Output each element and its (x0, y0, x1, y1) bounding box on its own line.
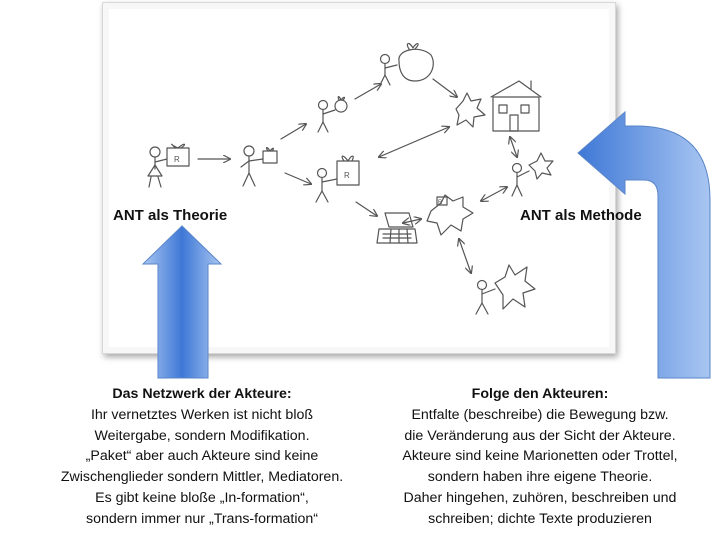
caption-line: Akteure sind keine Marionetten oder Trot… (402, 448, 678, 465)
svg-text:R: R (438, 200, 443, 206)
double-arrow (403, 219, 421, 223)
flow-arrow (355, 201, 377, 216)
star-actor-icon (455, 92, 486, 128)
caption-line: Es gibt keine bloße „In-formation“, (95, 489, 309, 506)
network-caption-heading: Das Netzwerk der Akteure: (112, 386, 292, 402)
actor-figure-6 (511, 152, 554, 197)
svg-text:R: R (174, 155, 180, 164)
caption-line: sondern haben ihre eigene Theorie. (427, 469, 653, 486)
package-icon: R (336, 155, 360, 186)
caption-line: Entfalte (beschreibe) die Bewegung bzw. (411, 406, 669, 423)
actor-figure-5 (315, 167, 338, 203)
double-arrow (481, 187, 507, 201)
laptop-icon (376, 212, 418, 244)
double-arrow (379, 127, 449, 157)
double-arrow (510, 137, 517, 157)
method-bend-arrow (577, 110, 711, 379)
actor-network-sketch: R (147, 43, 554, 315)
svg-text:R: R (344, 171, 350, 180)
method-label: ANT als Methode (520, 207, 642, 224)
caption-line: „Paket“ aber auch Akteure sind keine (85, 448, 319, 465)
actor-figure-3 (317, 96, 348, 133)
theory-up-arrow (141, 225, 223, 379)
flow-arrow (432, 78, 457, 97)
actor-figure-4 (379, 43, 434, 86)
package-icon (262, 147, 278, 164)
flow-arrow (354, 84, 381, 100)
caption-line: sondern immer nur „Trans-formation“ (85, 510, 319, 527)
theory-label: ANT als Theorie (113, 207, 228, 224)
package-icon: R (166, 143, 190, 167)
flow-arrow (280, 124, 306, 140)
spiky-actor-icon (426, 194, 474, 236)
network-caption: Das Netzwerk der Akteure: Ihr vernetztes… (0, 384, 404, 530)
actor-figure-2 (240, 145, 264, 187)
actor-figure-1 (147, 146, 168, 188)
package-icon: R (436, 196, 448, 206)
follow-actors-caption: Folge den Akteuren: Entfalte (beschreibe… (362, 384, 718, 530)
caption-line: Zwischenglieder sondern Mittler, Mediato… (60, 469, 344, 486)
flow-arrow (284, 172, 311, 184)
house-icon (490, 80, 542, 132)
caption-line: Ihr vernetztes Werken ist nicht bloß (90, 406, 314, 423)
caption-line: Daher hingehen, zuhören, beschreiben und (403, 489, 677, 506)
double-arrow (459, 239, 471, 273)
caption-line: schreiben; dichte Texte produzieren (428, 510, 652, 527)
follow-actors-caption-heading: Folge den Akteuren: (471, 386, 609, 402)
caption-line: die Veränderung aus der Sicht der Akteur… (404, 427, 676, 444)
caption-line: Weitergabe, sondern Modifikation. (94, 427, 310, 444)
actor-figure-7 (475, 264, 536, 315)
